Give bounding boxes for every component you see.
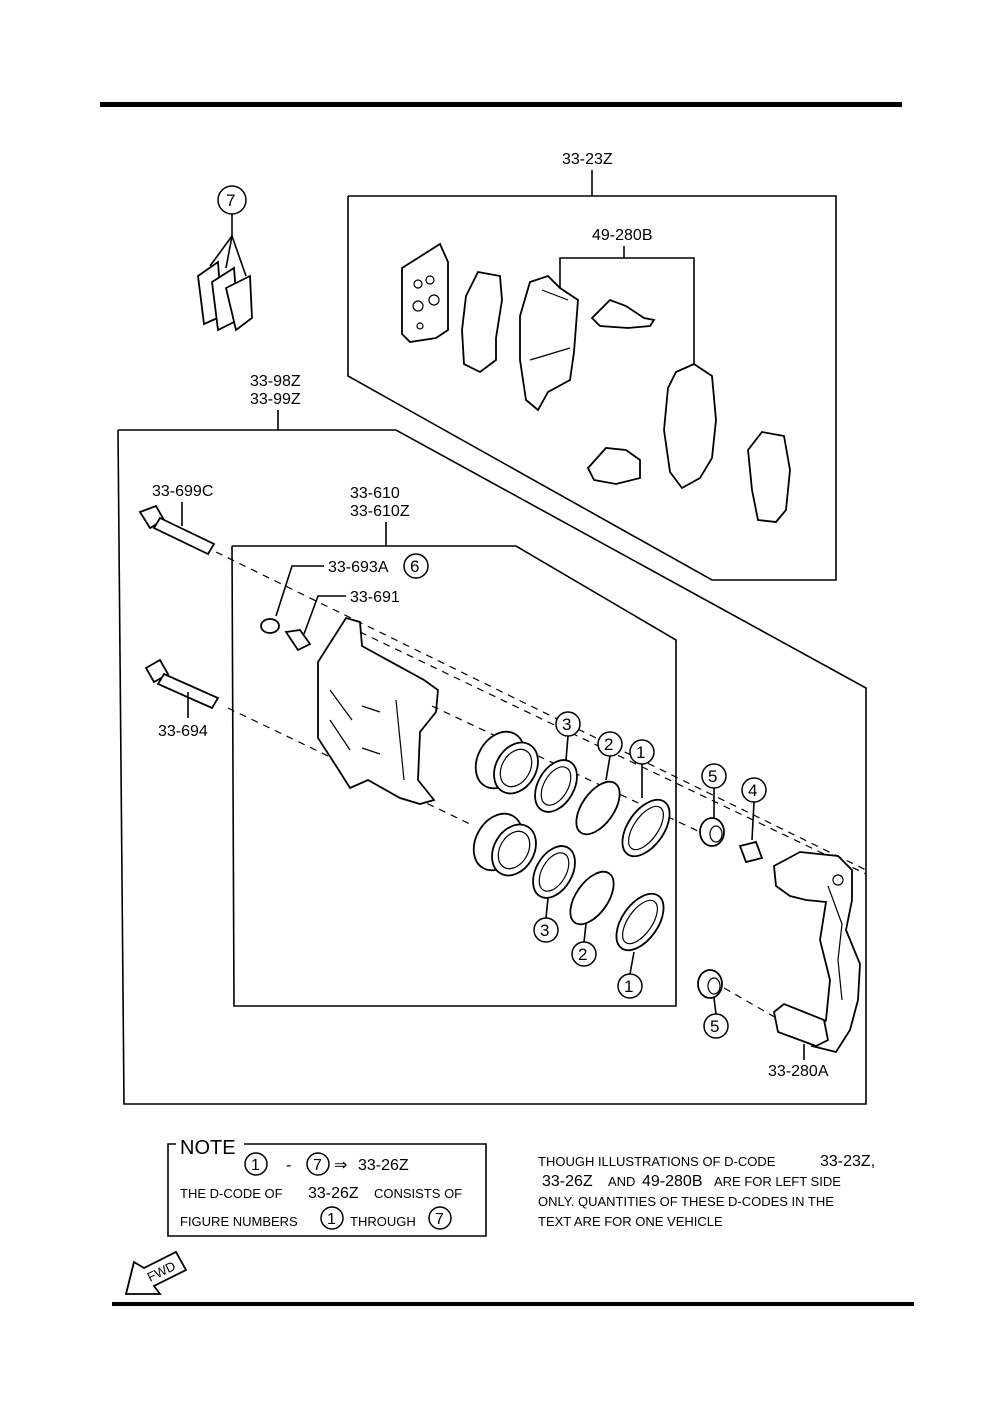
caliper-housing xyxy=(317,616,867,875)
note-line3-prefix: FIGURE NUMBERS xyxy=(180,1214,298,1229)
outer-shim xyxy=(401,242,449,343)
remark-line2-code2: 49-280B xyxy=(642,1173,703,1190)
remark-line3: ONLY. QUANTITIES OF THESE D-CODES IN THE xyxy=(538,1194,834,1209)
boot-ring-upper xyxy=(621,798,671,858)
boot-ring-lower xyxy=(615,892,665,952)
callout-7-shims: 7 xyxy=(197,185,253,332)
bleeder-cap xyxy=(260,618,280,634)
piston-seal-upper xyxy=(575,780,621,836)
outer-pad-backing xyxy=(461,270,503,374)
pad-kit-box xyxy=(347,195,837,581)
bleeder-screw xyxy=(284,629,312,652)
dust-boot-upper xyxy=(534,759,578,813)
note-range-from: 1 xyxy=(251,1157,260,1174)
caliper-assy-label-1: 33-98Z xyxy=(250,373,301,390)
caliper-body-box xyxy=(231,545,677,1007)
mounting-bracket xyxy=(773,851,861,1054)
pad-kit-group: 33-23Z 49-280B xyxy=(347,151,837,581)
mounting-bracket-label: 33-280A xyxy=(768,1063,829,1080)
pad-spring-clip-upper xyxy=(590,298,656,329)
top-rule xyxy=(100,102,902,107)
callout-5-lower: 5 xyxy=(710,1017,719,1036)
note-line2-code: 33-26Z xyxy=(308,1185,359,1202)
callout-1-upper: 1 xyxy=(636,743,645,762)
note-line3-from: 1 xyxy=(327,1211,336,1228)
remark-line1-code: 33-23Z, xyxy=(820,1153,875,1170)
dust-boot-lower xyxy=(532,845,576,899)
note-line3-mid: THROUGH xyxy=(350,1214,416,1229)
outer-brake-pad xyxy=(519,274,579,412)
caliper-body-label-2: 33-610Z xyxy=(350,503,410,520)
guide-pin-upper xyxy=(138,504,216,556)
shim-kit-label: 49-280B xyxy=(592,227,653,244)
note-range-to: 7 xyxy=(313,1157,322,1174)
caliper-assy-label-2: 33-99Z xyxy=(250,391,301,408)
remark-line4: TEXT ARE FOR ONE VEHICLE xyxy=(538,1214,723,1229)
bushing-lower xyxy=(697,969,723,999)
piston-upper xyxy=(474,730,539,795)
callout-3-upper: 3 xyxy=(562,715,571,734)
callout-5-upper: 5 xyxy=(708,767,717,786)
note-range-dash: - xyxy=(286,1157,291,1174)
note-box: NOTE 1 - 7 ⇒ 33-26Z THE D-CODE OF 33-26Z… xyxy=(167,1137,487,1237)
bleeder-cap-label: 33-693A xyxy=(328,559,389,576)
bleeder-screw-label: 33-691 xyxy=(350,589,400,606)
guide-sleeve xyxy=(738,840,764,864)
piston-seal-lower xyxy=(569,870,615,926)
caliper-assy-box xyxy=(117,429,867,1105)
remark-line2-suffix: ARE FOR LEFT SIDE xyxy=(714,1174,841,1189)
pad-kit-label: 33-23Z xyxy=(562,151,613,168)
bushing-upper xyxy=(699,817,725,847)
remark-line1-prefix: THOUGH ILLUSTRATIONS OF D-CODE xyxy=(538,1154,776,1169)
callout-2-lower: 2 xyxy=(578,945,587,964)
caliper-body-label-1: 33-610 xyxy=(350,485,400,502)
inner-shim xyxy=(747,431,791,523)
remark-line2-and: AND xyxy=(608,1174,635,1189)
note-line2-suffix: CONSISTS OF xyxy=(374,1186,462,1201)
remark-line2-code1: 33-26Z xyxy=(542,1173,593,1190)
callout-4-text: 4 xyxy=(748,781,757,800)
callout-3-lower: 3 xyxy=(540,921,549,940)
note-title: NOTE xyxy=(180,1137,236,1159)
note-kit-code: 33-26Z xyxy=(358,1157,409,1174)
caliper-assembly-group: 33-98Z 33-99Z 33-699C 33-610 33-610Z 33-… xyxy=(117,373,867,1105)
note-line3-to: 7 xyxy=(435,1211,444,1228)
callout-1-lower: 1 xyxy=(624,977,633,996)
piston-lower xyxy=(472,812,537,877)
inner-brake-pad xyxy=(663,362,717,490)
pad-spring-clip-lower xyxy=(586,447,641,485)
guide-pin-upper-label: 33-699C xyxy=(152,483,213,500)
note-line2-prefix: THE D-CODE OF xyxy=(180,1186,283,1201)
guide-pin-lower xyxy=(144,658,220,710)
remark-text: THOUGH ILLUSTRATIONS OF D-CODE 33-23Z, 3… xyxy=(538,1153,875,1229)
fwd-arrow-icon: FWD xyxy=(124,1250,188,1295)
callout-7-text: 7 xyxy=(226,191,235,210)
bottom-rule xyxy=(112,1302,914,1306)
note-arrow: ⇒ xyxy=(334,1157,347,1174)
callout-6-text: 6 xyxy=(410,557,419,576)
guide-pin-lower-label: 33-694 xyxy=(158,723,208,740)
callout-2-upper: 2 xyxy=(604,735,613,754)
